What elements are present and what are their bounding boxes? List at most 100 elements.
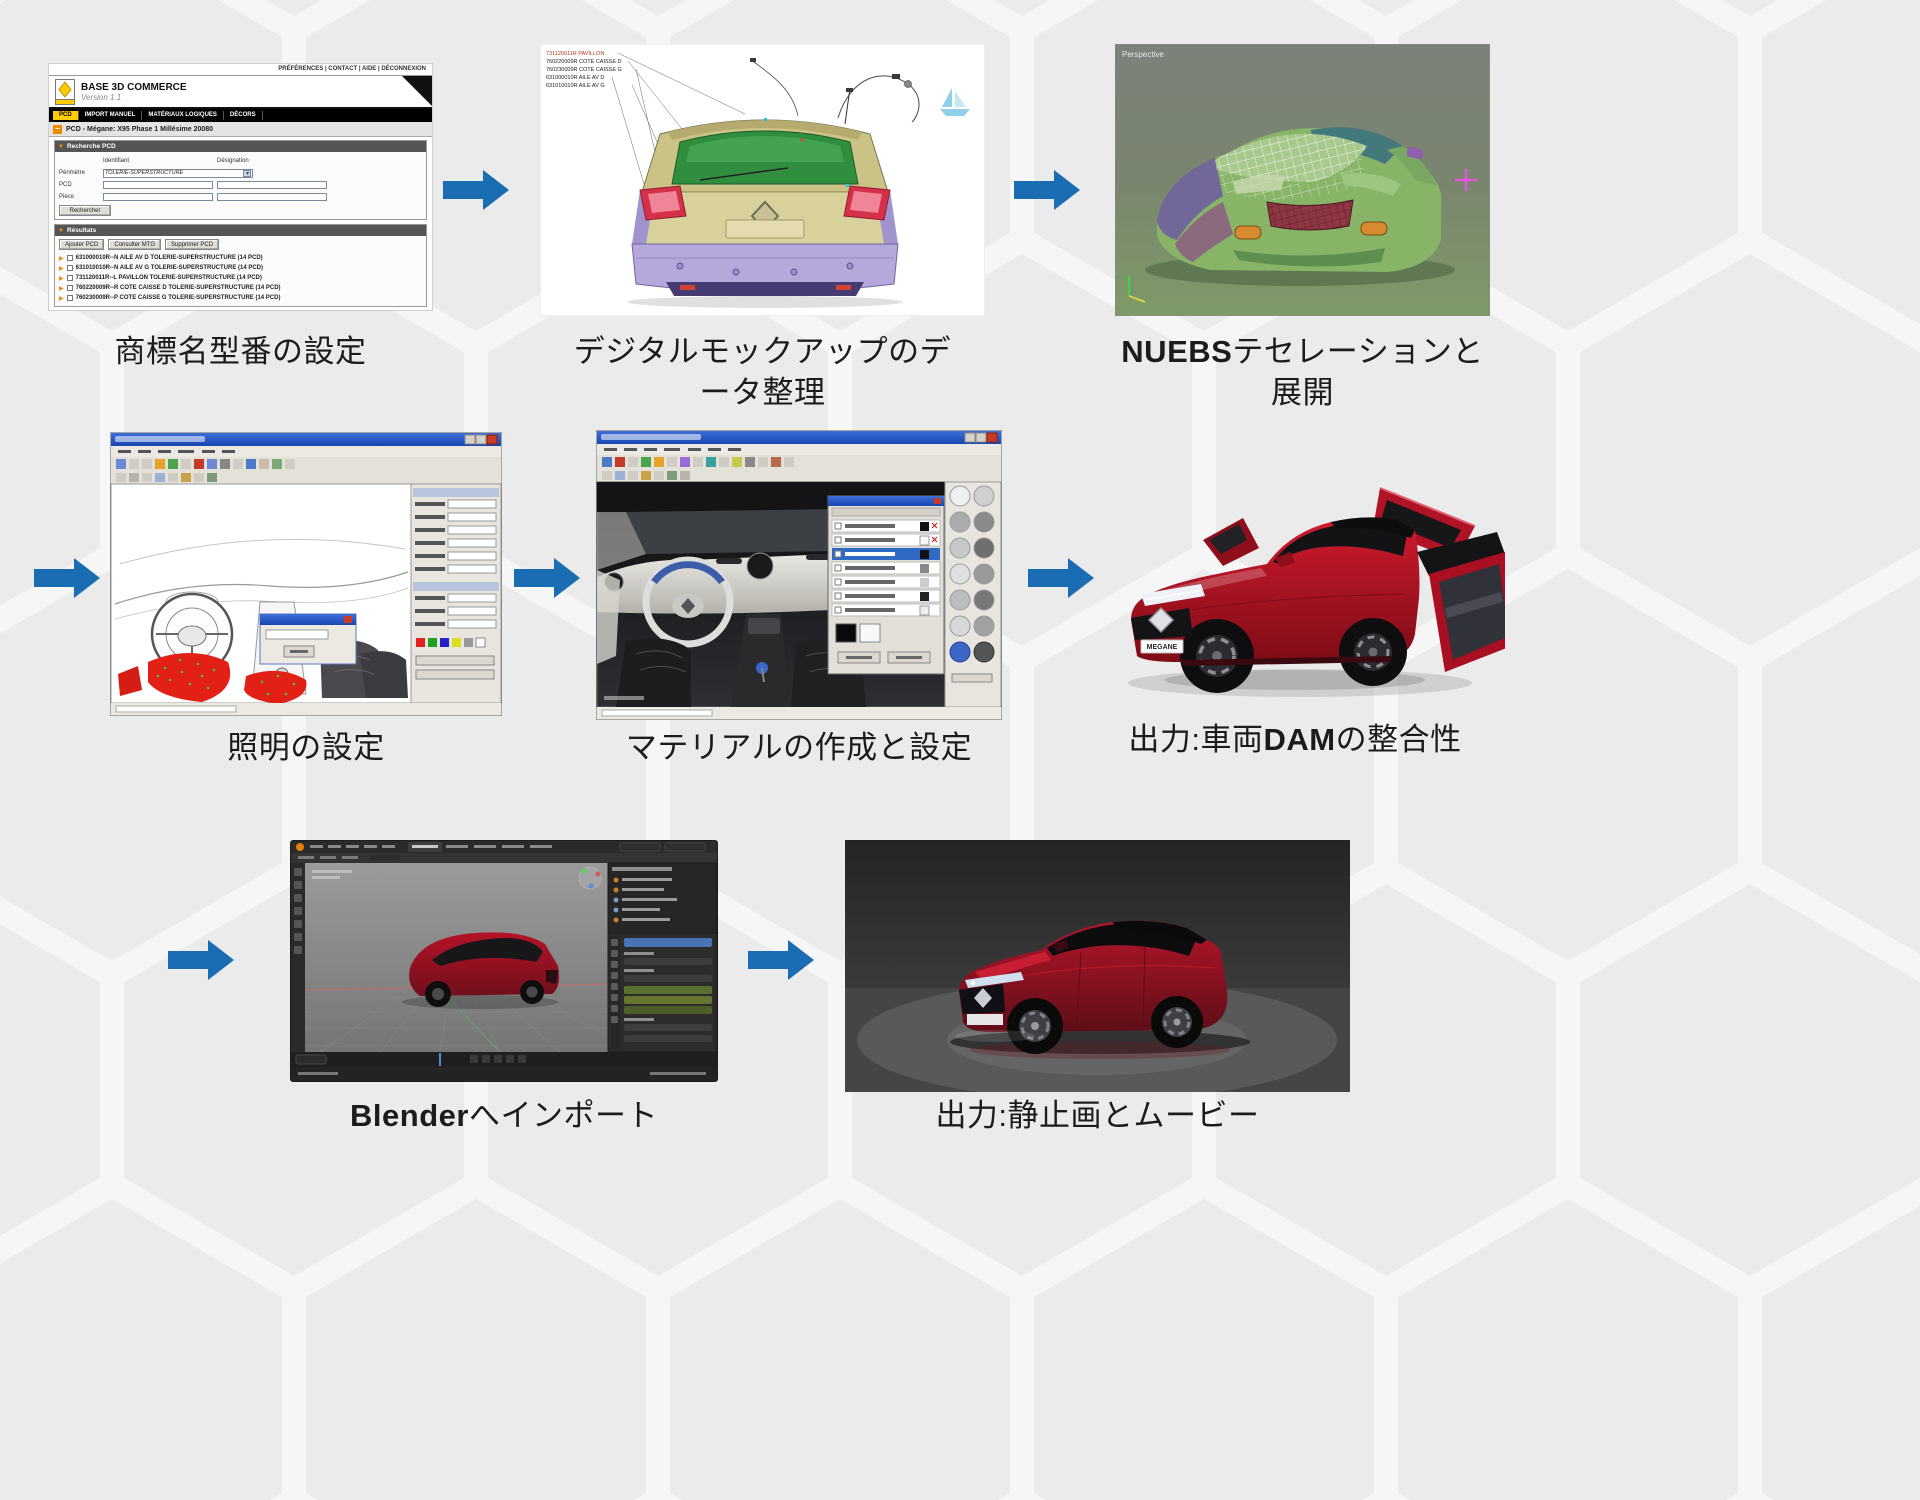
flow-arrow-right bbox=[1014, 170, 1080, 210]
close-button bbox=[934, 498, 941, 504]
blender-logo bbox=[296, 843, 304, 851]
tab-decors[interactable]: DÉCORS bbox=[224, 111, 263, 120]
result-row[interactable]: ▶760230009R--P COTE CAISSE G TOLERIE-SUP… bbox=[59, 295, 281, 302]
rechercher-button[interactable]: Rechercher bbox=[59, 205, 111, 216]
tool-column[interactable] bbox=[291, 863, 305, 1052]
collapse-icon[interactable]: − bbox=[53, 124, 62, 134]
workspace-tabs[interactable] bbox=[408, 842, 706, 852]
result-row[interactable]: ▶760220009R--R COTE CAISSE D TOLERIE-SUP… bbox=[59, 285, 281, 292]
header-corner-decoration bbox=[402, 76, 432, 106]
properties-panel[interactable] bbox=[607, 932, 718, 1053]
properties-panel[interactable] bbox=[410, 483, 502, 704]
label-pcd: PCD bbox=[59, 182, 72, 188]
menu-bar[interactable] bbox=[111, 446, 501, 457]
render-megane-open-doors: MEGANE bbox=[1128, 487, 1505, 697]
row-checkbox[interactable] bbox=[66, 265, 73, 271]
material-palette-window[interactable] bbox=[827, 495, 945, 675]
wireframe-mesh bbox=[1215, 133, 1367, 182]
floating-dialog[interactable] bbox=[259, 613, 357, 665]
steering-wheel bbox=[642, 556, 734, 648]
app-title-block: BASE 3D COMMERCE Version 1.1 bbox=[81, 82, 187, 102]
search-panel-header[interactable]: ▼ Recherche PCD bbox=[55, 141, 426, 152]
outliner-panel[interactable] bbox=[607, 862, 718, 934]
expand-arrow-icon[interactable]: ▶ bbox=[59, 275, 64, 282]
caption-step6: 出力:車両DAMの整合性 bbox=[1128, 722, 1462, 757]
ajouter-pcd-button[interactable]: Ajouter PCD bbox=[59, 239, 105, 250]
window-buttons[interactable] bbox=[964, 432, 998, 443]
color-swatches[interactable] bbox=[416, 637, 486, 648]
caption-step3: NUEBSテセレーションと展開 bbox=[1121, 334, 1484, 410]
expand-arrow-icon[interactable]: ▶ bbox=[59, 255, 64, 262]
menu-bar[interactable] bbox=[597, 444, 1001, 455]
viewport-label: Perspective bbox=[1122, 50, 1164, 59]
results-panel-header[interactable]: ▼ Résultats bbox=[55, 225, 426, 236]
expand-arrow-icon[interactable]: ▶ bbox=[59, 295, 64, 302]
piece-designation-input[interactable] bbox=[217, 193, 327, 201]
red-mat-left bbox=[148, 653, 231, 702]
row-checkbox[interactable] bbox=[66, 285, 73, 291]
instrument-cluster bbox=[746, 552, 774, 580]
material-list[interactable] bbox=[831, 519, 941, 617]
timeline[interactable] bbox=[291, 1052, 717, 1067]
blue-action-button[interactable] bbox=[624, 938, 712, 947]
collapse-triangle-icon: ▼ bbox=[58, 143, 64, 150]
window-buttons[interactable] bbox=[464, 434, 498, 445]
search-panel-title: Recherche PCD bbox=[66, 143, 116, 150]
collapse-triangle-icon: ▼ bbox=[58, 227, 64, 234]
consulter-mtg-button[interactable]: Consulter MTG bbox=[108, 239, 162, 250]
label-piece: Pièce bbox=[59, 194, 75, 200]
center-console bbox=[731, 614, 791, 707]
tab-materiaux-logiques[interactable]: MATÉRIAUX LOGIQUES bbox=[142, 111, 224, 120]
app-header: BASE 3D COMMERCE Version 1.1 bbox=[49, 75, 432, 109]
result-row[interactable]: ▶631010010R--N AILE AV G TOLERIE-SUPERST… bbox=[59, 265, 263, 272]
minimize-button bbox=[464, 434, 476, 445]
screenshot-material-editor bbox=[596, 430, 1002, 720]
expand-arrow-icon[interactable]: ▶ bbox=[59, 285, 64, 292]
row-checkbox[interactable] bbox=[66, 295, 73, 301]
viewport-interior-sketch[interactable] bbox=[110, 483, 412, 704]
red-car-model[interactable] bbox=[402, 932, 560, 1009]
flow-arrow-right bbox=[748, 940, 814, 980]
maximize-button bbox=[975, 432, 987, 443]
screenshot-tessellation-viewport: Perspective bbox=[1115, 44, 1490, 316]
blender-3d-viewport[interactable] bbox=[304, 863, 609, 1053]
caption-step7: Blenderへインポート bbox=[350, 1098, 658, 1133]
result-row[interactable]: ▶731120011R--L PAVILLON TOLERIE-SUPERSTR… bbox=[59, 275, 262, 282]
window-title-bar[interactable] bbox=[111, 433, 501, 446]
tab-pcd[interactable]: PCD bbox=[53, 111, 79, 120]
row-checkbox[interactable] bbox=[66, 255, 73, 261]
pcd-identifiant-input[interactable] bbox=[103, 181, 213, 189]
flow-arrow-right bbox=[514, 558, 580, 598]
expand-arrow-icon[interactable]: ▶ bbox=[59, 265, 64, 272]
rear-wiper bbox=[699, 167, 789, 181]
swatch-black[interactable] bbox=[835, 623, 857, 643]
swatch-white[interactable] bbox=[859, 623, 881, 643]
app-version: Version 1.1 bbox=[81, 92, 122, 102]
row-checkbox[interactable] bbox=[66, 275, 73, 281]
headlight bbox=[965, 972, 1024, 988]
material-spheres-panel[interactable] bbox=[944, 481, 1002, 708]
screenshot-blender bbox=[290, 840, 718, 1082]
car-rear-view bbox=[627, 118, 903, 308]
session-links[interactable]: PRÉFÉRENCES | CONTACT | AIDE | DÉCONNEXI… bbox=[278, 66, 426, 72]
piece-identifiant-input[interactable] bbox=[103, 193, 213, 201]
supprimer-pcd-button[interactable]: Supprimer PCD bbox=[165, 239, 220, 250]
flow-arrow-right bbox=[168, 940, 234, 980]
pcd-designation-input[interactable] bbox=[217, 181, 327, 189]
result-row[interactable]: ▶631000010R--N AILE AV D TOLERIE-SUPERST… bbox=[59, 255, 263, 262]
screenshot-cad-rear-view: 731120011R PAVILLON 760220009R COTE CAIS… bbox=[540, 44, 985, 316]
viewport-gizmo[interactable] bbox=[578, 866, 602, 890]
select-dropdown-icon[interactable]: ▾ bbox=[243, 169, 251, 177]
perimetre-select[interactable]: TOLERIE-SUPERSTRUCTURE ▾ bbox=[103, 168, 253, 178]
svg-text:760230009R COTE CAISSE G: 760230009R COTE CAISSE G bbox=[546, 67, 622, 73]
viewport-header[interactable] bbox=[291, 853, 717, 863]
toolbar-2[interactable] bbox=[597, 469, 1001, 482]
side-mirror bbox=[1406, 146, 1424, 160]
tab-import-manuel[interactable]: IMPORT MANUEL bbox=[79, 111, 143, 120]
flow-arrow-right bbox=[443, 170, 509, 210]
sailboat-icon bbox=[940, 88, 970, 116]
caption-step4: 照明の設定 bbox=[227, 730, 385, 765]
caption-step2: デジタルモックアップのデータ整理 bbox=[573, 334, 952, 410]
blue-material-sphere[interactable] bbox=[949, 641, 971, 663]
